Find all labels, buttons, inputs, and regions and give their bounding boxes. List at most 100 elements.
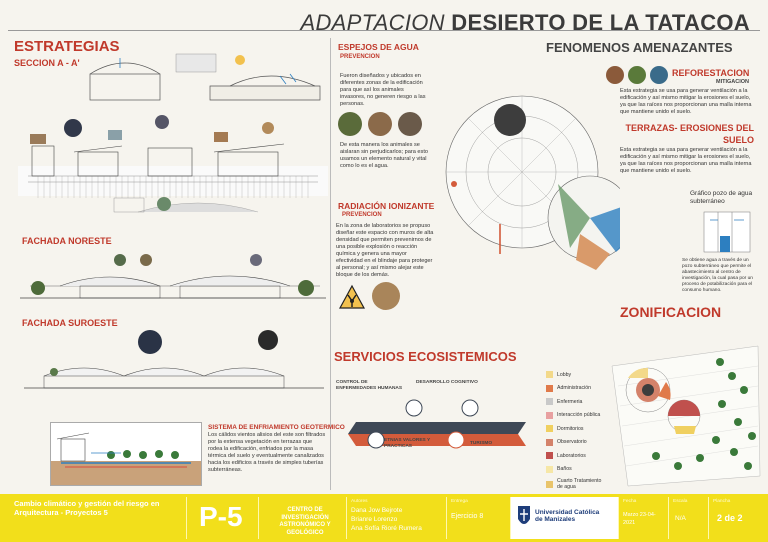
title-bold: DESIERTO DE LA TATACOA	[451, 10, 750, 35]
university-crest-icon	[518, 506, 530, 524]
espejos-text-2: De esta manera los animales se aislaran …	[340, 142, 428, 169]
zonificacion-legend: Lobby Administración Enfermeria Interacc…	[546, 368, 608, 492]
exercise-value: Ejercicio 8	[451, 513, 484, 520]
university-name: Universidad Católica de Manizales	[535, 509, 600, 523]
plan-drawing	[445, 95, 620, 270]
date-value: Marzo 23-04-2021	[623, 512, 656, 526]
animal-photo-2	[368, 112, 392, 136]
reforestacion-text: Esta estrategia se usa para generar vent…	[620, 88, 752, 115]
rock-photo	[372, 282, 400, 310]
sistema-text: Los cálidos vientos alisios del este son…	[208, 432, 326, 473]
geotermico-drawing	[51, 432, 201, 485]
section-detail-drawing	[89, 53, 321, 101]
radiacion-text: En la zona de laboratorios se propuso di…	[336, 223, 434, 278]
legend-label: Administración	[557, 385, 592, 392]
radiacion-sub: PREVENCION	[342, 212, 382, 218]
exercise-label: Entrega	[451, 499, 468, 504]
legend-item: Dormitorios	[546, 422, 608, 436]
servicios-title: SERVICIOS ECOSISTEMICOS	[334, 349, 517, 364]
plancha-value: 2 de 2	[717, 513, 743, 523]
legend-item: Lobby	[546, 368, 608, 382]
plancha-label: Plancha	[713, 499, 731, 504]
radiation-warning-icon	[338, 284, 366, 309]
header-rule	[8, 30, 760, 31]
author-1: Dana Jow Bejrote	[351, 507, 403, 514]
date-label: Fecha	[623, 499, 637, 504]
legend-item: Cuarto Tratamiento de agua	[546, 476, 608, 492]
author-3: Ana Sofía Rioré Rumera	[351, 525, 422, 532]
terrazas-title: TERRAZAS- EROSIONES DEL SUELO	[625, 123, 754, 145]
column-divider	[330, 38, 331, 490]
legend-label: Dormitorios	[557, 425, 584, 432]
legend-swatch	[546, 438, 553, 446]
legend-swatch	[546, 465, 553, 473]
well-diagram	[703, 211, 751, 253]
scale-label: Escala	[673, 499, 688, 504]
legend-swatch	[546, 384, 553, 392]
radiacion-title: RADIACIÓN IONIZANTE	[338, 201, 435, 211]
legend-label: Baños	[557, 466, 572, 473]
plancha-cell: Plancha 2 de 2	[708, 497, 768, 539]
legend-item: Enfermeria	[546, 395, 608, 409]
fachada-noreste-title: FACHADA NORESTE	[22, 236, 112, 246]
authors-cell: Autores Dana Jow Bejrote Brianre Lorenzo…	[346, 497, 446, 539]
sheet-code: P-5	[199, 501, 243, 532]
fachada-suroeste-drawing	[24, 330, 324, 389]
authors-label: Autores	[351, 499, 368, 504]
legend-label: Cuarto Tratamiento de agua	[557, 478, 602, 490]
reforest-photo-2	[628, 66, 646, 84]
legend-swatch	[546, 452, 553, 460]
fachada-suroeste-title: FACHADA SUROESTE	[22, 318, 118, 328]
legend-label: Laboratorios	[557, 452, 586, 459]
legend-label: Observatorio	[557, 439, 587, 446]
legend-item: Interacción pública	[546, 409, 608, 423]
scale-cell: Escala N/A	[668, 497, 708, 539]
title-light: ADAPTACION	[300, 10, 445, 35]
legend-swatch	[546, 425, 553, 433]
terrazas-text: Esta estrategia se usa para generar vent…	[620, 147, 752, 174]
serv-etnias-label: ETNIAS VALORES Y PRACTICAS	[384, 438, 431, 449]
serv-control-label: CONTROL DE ENFERMEDADES HUMANAS	[336, 380, 403, 391]
espejos-title: ESPEJOS DE AGUA	[338, 42, 419, 52]
geotermico-inset	[50, 422, 202, 486]
university-cell: Universidad Católica de Manizales	[510, 497, 618, 539]
author-2: Brianre Lorenzo	[351, 516, 398, 523]
scale-value: N/A	[675, 515, 686, 522]
project-cell: CENTRO DE INVESTIGACIÓN ASTRONÓMICO Y GE…	[258, 497, 346, 539]
legend-label: Lobby	[557, 371, 572, 378]
espejos-sub: PREVENCION	[340, 54, 380, 60]
legend-swatch	[546, 398, 553, 406]
reforestacion-title: REFORESTACION	[672, 68, 750, 78]
grafico-title: Gráfico pozo de agua subterráneo	[690, 190, 753, 205]
animal-photo-1	[338, 112, 362, 136]
sistema-title: SISTEMA DE ENFRIAMIENTO GEOTERMICO	[208, 424, 345, 431]
project-name: CENTRO DE INVESTIGACIÓN ASTRONÓMICO Y GE…	[279, 507, 331, 536]
reforest-photo-1	[606, 66, 624, 84]
date-cell: Fecha Marzo 23-04-2021	[618, 497, 668, 539]
serv-desarrollo-label: DESARROLLO COGNITIVO	[416, 380, 478, 385]
reforest-photo-3	[650, 66, 668, 84]
exercise-cell: Entrega Ejercicio 8	[446, 497, 510, 539]
footer: Cambio climático y gestión del riesgo en…	[0, 494, 768, 542]
seccion-title: SECCION A - A'	[14, 58, 80, 68]
poster-title: ADAPTACION DESIERTO DE LA TATACOA	[300, 10, 750, 36]
reforestacion-sub: MITIGACION	[716, 79, 749, 85]
legend-item: Baños	[546, 463, 608, 477]
animal-photo-3	[398, 112, 422, 136]
legend-item: Laboratorios	[546, 449, 608, 463]
estrategias-title: ESTRATEGIAS	[14, 38, 120, 55]
legend-label: Interacción pública	[557, 412, 601, 419]
pozo-text: Se obtiene agua a través de un pozo subt…	[682, 258, 753, 293]
fachada-noreste-drawing	[20, 254, 326, 299]
zonificacion-title: ZONIFICACION	[620, 304, 722, 320]
fenomenos-title: FENOMENOS AMENAZANTES	[546, 40, 733, 55]
legend-swatch	[546, 480, 553, 488]
sheet-code-cell: P-5	[186, 497, 258, 539]
servicios-diagram	[348, 399, 526, 449]
legend-label: Enfermeria	[557, 398, 583, 405]
section-a-drawing	[18, 115, 328, 213]
course-name: Cambio climático y gestión del riesgo en…	[14, 499, 160, 517]
legend-item: Administración	[546, 382, 608, 396]
legend-swatch	[546, 371, 553, 379]
